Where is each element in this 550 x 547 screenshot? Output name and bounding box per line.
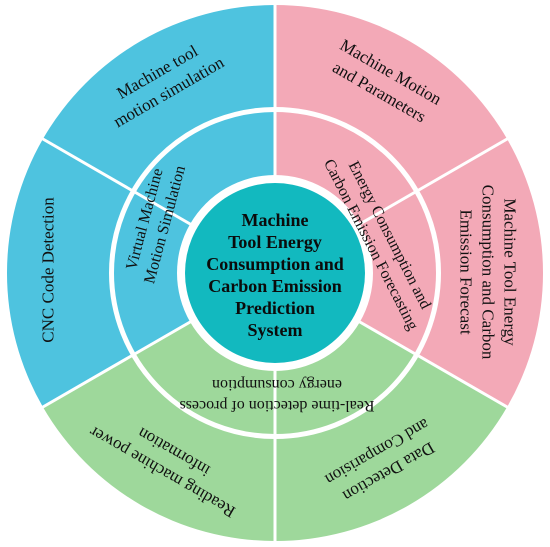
outer-blue-left-sector bbox=[6, 139, 133, 407]
outer-green-right-sector bbox=[275, 355, 508, 541]
middle-green-label-line: Real-time detection of process bbox=[179, 397, 374, 414]
outer-blue-left-label: CNC Code Detection bbox=[39, 197, 58, 343]
middle-pink-sector bbox=[275, 111, 437, 354]
center-title-line: Carbon Emission bbox=[208, 276, 342, 296]
center-title-line: Machine bbox=[242, 210, 309, 230]
middle-green-label-line: energy consumption bbox=[212, 376, 342, 393]
outer-pink-right-sector bbox=[417, 139, 543, 407]
center-title-line: Consumption and bbox=[206, 254, 344, 274]
rings-layer bbox=[6, 3, 543, 543]
sector-separator-line bbox=[356, 319, 510, 410]
center-title-line: Prediction bbox=[235, 298, 315, 318]
sector-separator-line bbox=[356, 136, 510, 227]
core-circle bbox=[185, 183, 365, 363]
outer-green-left-sector bbox=[42, 355, 275, 541]
center-title-line: Tool Energy bbox=[228, 232, 322, 252]
middle-green-label: Real-time detection of process energy con… bbox=[179, 376, 374, 414]
outer-blue-top-sector bbox=[42, 5, 275, 191]
outer-pink-right-label-line: Emission Forecast bbox=[457, 209, 476, 334]
sector-separator-line bbox=[40, 136, 194, 227]
outer-pink-right-label-line: Consumption and Carbon bbox=[479, 185, 498, 360]
outer-pink-right-label-line: Machine Tool Energy bbox=[501, 198, 520, 346]
middle-blue-sector bbox=[112, 111, 275, 354]
outer-blue-left-label-line: CNC Code Detection bbox=[39, 197, 58, 343]
outer-pink-top-sector bbox=[275, 5, 508, 191]
sector-separator-line bbox=[40, 319, 194, 410]
center-title-line: System bbox=[248, 320, 303, 340]
